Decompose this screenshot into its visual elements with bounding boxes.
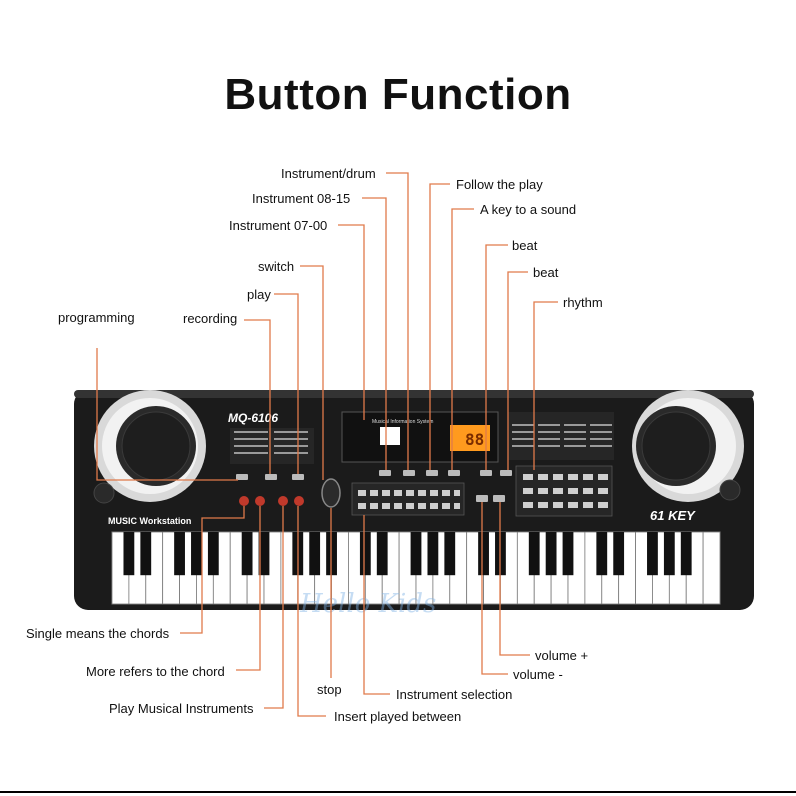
- callout-play: play: [247, 287, 271, 302]
- callout-insert-played-between: Insert played between: [334, 709, 462, 724]
- leader-lines: [96, 172, 558, 717]
- callout-volume-plus: volume +: [535, 648, 589, 663]
- callout-follow-the-play: Follow the play: [456, 177, 543, 192]
- black-key[interactable]: [410, 532, 422, 576]
- callout-volume-minus: volume -: [513, 667, 563, 682]
- black-key[interactable]: [528, 532, 540, 576]
- callout-more-refers-to-the-chord: More refers to the chord: [86, 664, 225, 679]
- callout-beat-1: beat: [512, 238, 538, 253]
- black-key[interactable]: [359, 532, 371, 576]
- black-key[interactable]: [241, 532, 253, 576]
- right-speaker: [632, 390, 744, 502]
- watermark: Hello Kids: [299, 589, 436, 619]
- key-count-label: 61 KEY: [650, 508, 696, 523]
- display-value: 88: [465, 430, 484, 449]
- black-key[interactable]: [258, 532, 270, 576]
- keyboard-body: MQ-6106 Musical Information System 88: [74, 390, 754, 619]
- page-title: Button Function: [224, 70, 572, 119]
- black-key[interactable]: [174, 532, 185, 576]
- black-key[interactable]: [376, 532, 388, 576]
- black-key[interactable]: [191, 532, 202, 576]
- callout-instrument-drum: Instrument/drum: [281, 166, 376, 181]
- white-key[interactable]: [702, 531, 721, 605]
- black-key[interactable]: [596, 532, 608, 576]
- black-key[interactable]: [478, 532, 489, 576]
- model-label: MQ-6106: [228, 411, 278, 425]
- bottom-divider: [0, 791, 796, 793]
- black-key[interactable]: [663, 532, 675, 576]
- callout-instrument-07-00: Instrument 07-00: [229, 218, 328, 233]
- callout-single-means-the-chords: Single means the chords: [26, 626, 170, 641]
- callout-recording: recording: [183, 311, 238, 326]
- callout-stop: stop: [317, 682, 342, 697]
- black-key[interactable]: [123, 532, 135, 576]
- callout-play-musical-instruments: Play Musical Instruments: [109, 701, 254, 716]
- callout-programming: programming: [58, 310, 135, 325]
- black-key[interactable]: [647, 532, 658, 576]
- callout-beat-2: beat: [533, 265, 559, 280]
- black-key[interactable]: [613, 532, 625, 576]
- callout-instrument-08-15: Instrument 08-15: [252, 191, 351, 206]
- led-display: [450, 425, 490, 451]
- callout-a-key-to-a-sound: A key to a sound: [480, 202, 577, 217]
- panel-title: Musical Information System: [372, 419, 433, 425]
- black-key[interactable]: [140, 532, 152, 576]
- callout-rhythm: rhythm: [563, 295, 603, 310]
- black-key[interactable]: [680, 532, 692, 576]
- callout-instrument-selection: Instrument selection: [396, 687, 513, 702]
- workstation-badge: MUSIC Workstation: [108, 516, 191, 526]
- callout-switch: switch: [258, 259, 295, 274]
- black-key[interactable]: [562, 532, 574, 576]
- black-key[interactable]: [427, 532, 439, 576]
- black-key[interactable]: [309, 532, 321, 576]
- black-key[interactable]: [545, 532, 557, 576]
- black-key[interactable]: [207, 532, 219, 576]
- black-key[interactable]: [444, 532, 456, 576]
- stop-button[interactable]: [321, 478, 341, 508]
- left-speaker: [93, 390, 206, 504]
